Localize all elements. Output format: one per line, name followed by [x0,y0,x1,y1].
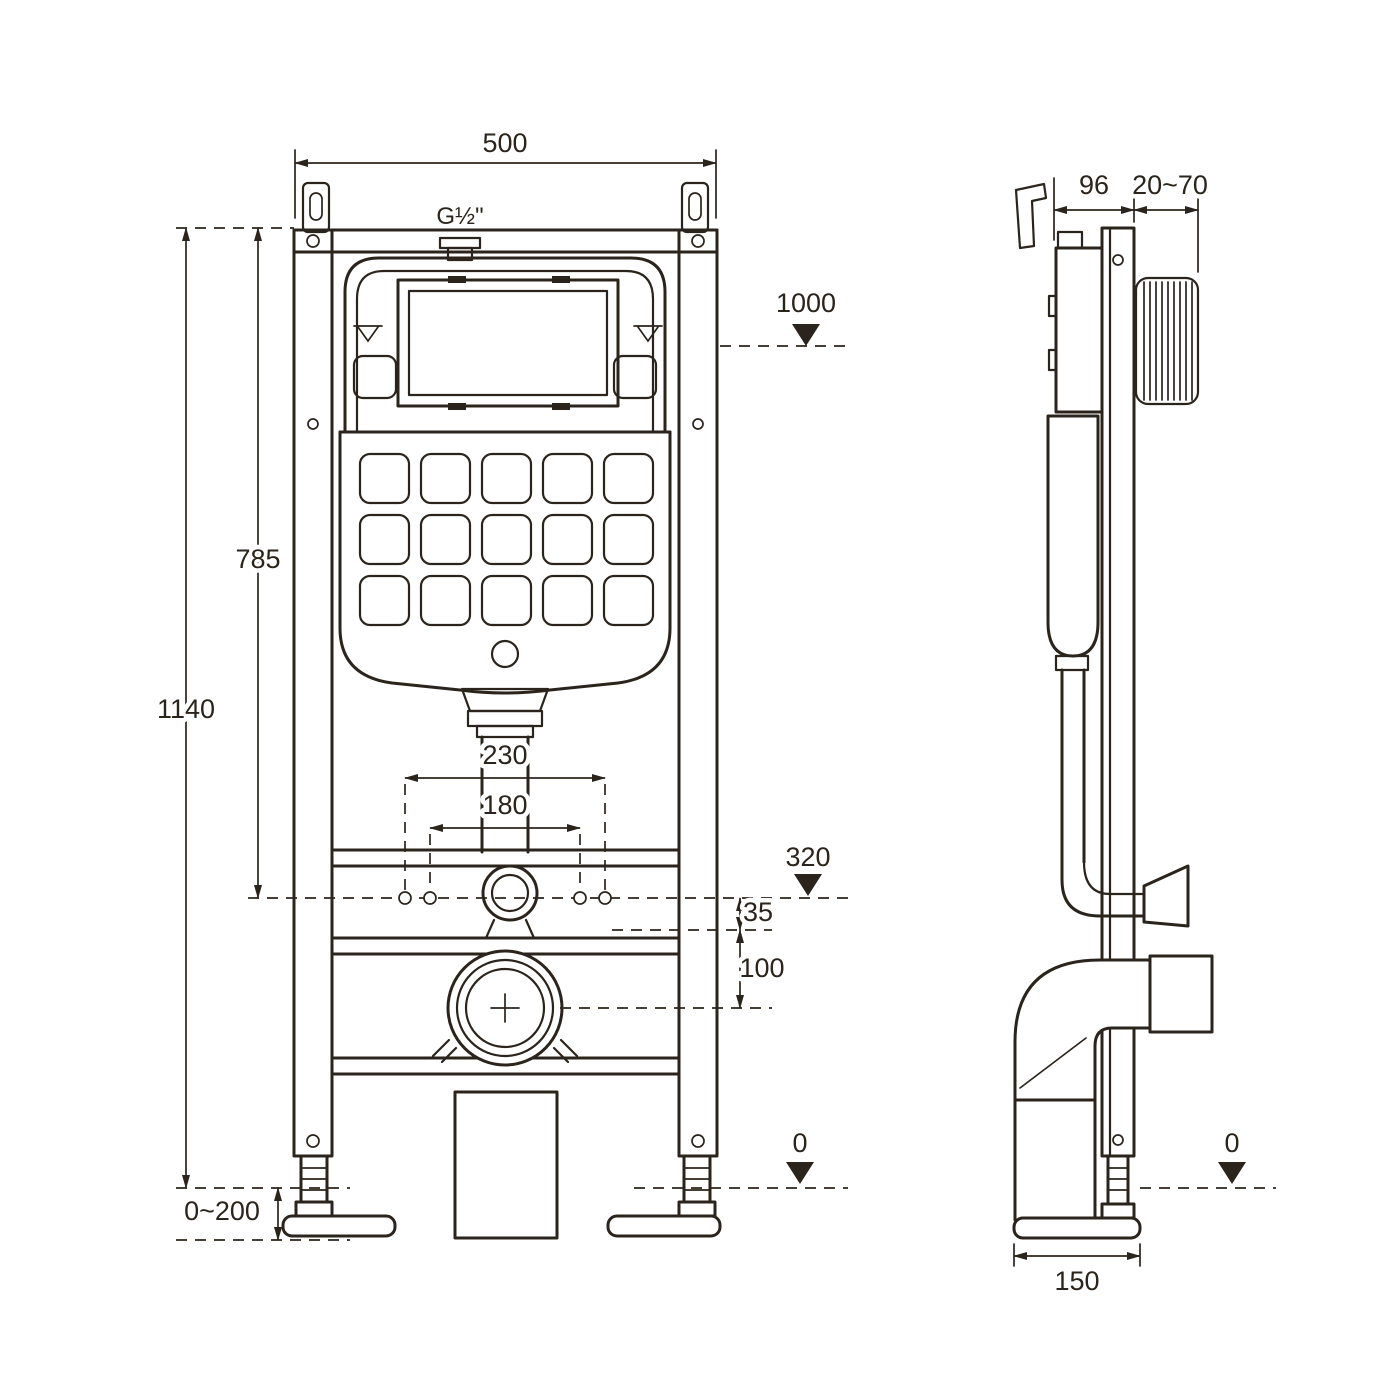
dim-label-0-200: 0~200 [184,1196,260,1226]
wall-sleeve-coil [1134,276,1200,406]
level-marker-icon [786,1162,814,1184]
dim-label-0: 0 [792,1128,807,1158]
water-level-icon [633,325,663,343]
cistern-side [1046,230,1104,658]
dim-label-1140: 1140 [157,694,215,724]
flush-bend-spigot [1142,864,1190,928]
dim-label-0-side: 0 [1224,1128,1239,1158]
dim-label-100: 100 [739,953,784,983]
mounting-tab-left [301,181,331,234]
dim-label-20-70: 20~70 [1132,170,1208,200]
fixing-hole [573,891,587,905]
inlet-fitting-side [1056,230,1084,250]
dim-label-230: 230 [482,740,527,770]
flush-pipe-side [1054,654,1190,928]
fixing-hole [398,891,412,905]
dim-label-785: 785 [235,544,280,574]
flush-pipe-front [460,687,550,854]
dim-label-1000: 1000 [776,288,836,318]
drain-spigot-side [1148,954,1214,1034]
level-marker-icon [792,324,820,346]
mounting-tab-right [680,181,710,234]
access-panel-window [407,289,609,397]
water-inlet-fitting [438,236,482,262]
dim-label-96: 96 [1079,170,1109,200]
adjustable-feet-front [281,1154,722,1238]
dim-label-150: 150 [1054,1266,1099,1296]
drain-bend-box [453,1090,559,1240]
front-view: 500 G½" 1000 785 1140 230 180 320 35 100… [152,124,848,1241]
dim-label-500: 500 [482,128,527,158]
side-dimensions: 96 20~70 150 0 [1013,166,1276,1301]
cistern-front [338,256,672,695]
drain-outlet-front [431,949,579,1067]
dim-label-320: 320 [785,842,830,872]
fixing-hole [423,891,437,905]
thread-label: G½" [436,203,483,230]
access-panel-frame [396,278,620,408]
drain-side [1013,954,1214,1222]
supply-connector [481,864,539,940]
front-dimensions: 500 G½" 1000 785 1140 230 180 320 35 100… [152,124,848,1241]
dim-label-35: 35 [743,897,773,927]
level-marker-icon [1218,1162,1246,1184]
tank-rib-grid [358,452,655,627]
adjustable-foot-side [1012,1154,1142,1240]
wall-bracket [1014,182,1048,250]
water-level-icon [353,325,383,343]
level-marker-icon [794,874,822,896]
side-view: 96 20~70 150 0 [1012,166,1276,1301]
dim-label-180: 180 [482,790,527,820]
fixing-hole [598,891,612,905]
